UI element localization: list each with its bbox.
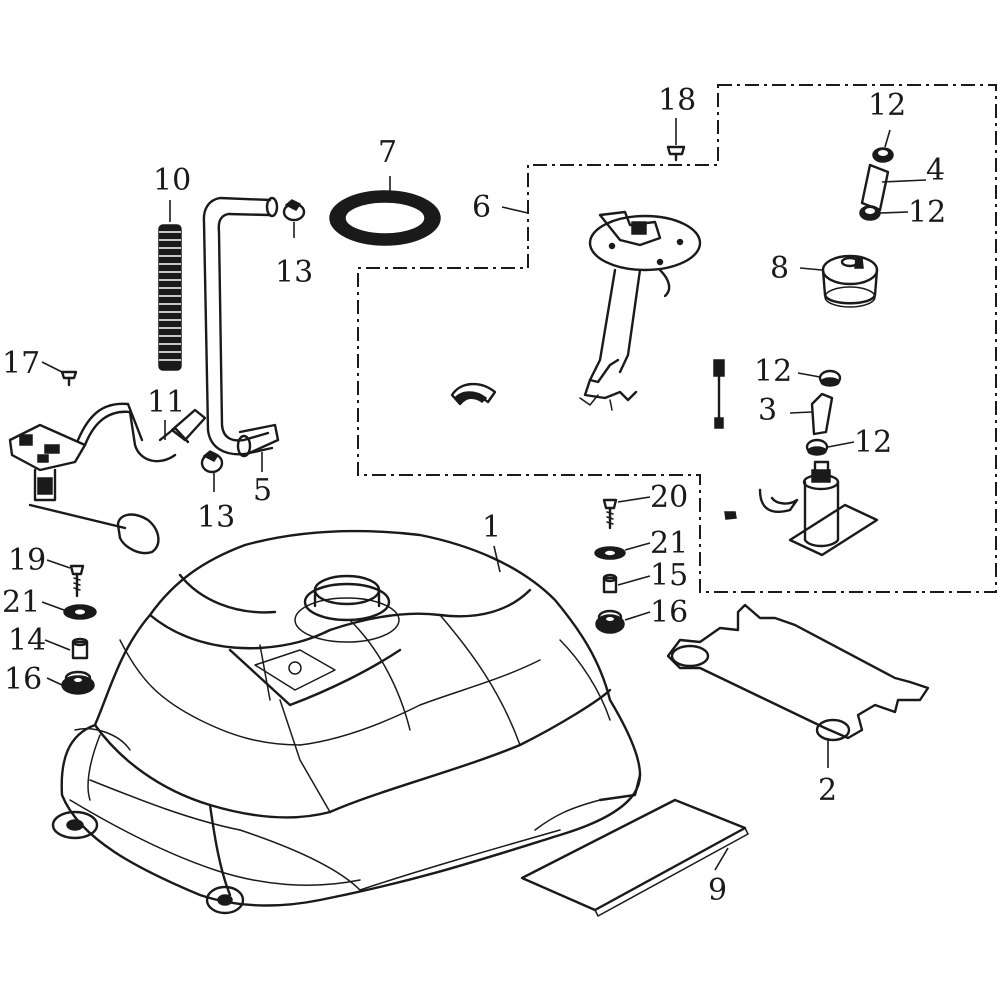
callout-12-a: 12 — [868, 88, 906, 123]
callout-12-b: 12 — [908, 195, 946, 230]
hose-clamp-12-c — [818, 369, 842, 387]
callout-6: 6 — [472, 190, 491, 225]
callout-3: 3 — [758, 393, 777, 428]
hose-clamp-12-b — [859, 205, 881, 221]
hose-clamp-12-a — [872, 147, 894, 163]
grommet-16-right — [595, 609, 625, 634]
callout-15: 15 — [650, 558, 688, 593]
callout-21-a: 21 — [2, 585, 40, 620]
callout-13-b: 13 — [197, 500, 235, 535]
gasket-plate — [666, 603, 930, 742]
fuel-pump-motor — [724, 460, 879, 557]
callout-17: 17 — [2, 346, 40, 381]
callout-19: 19 — [8, 543, 46, 578]
callout-5: 5 — [253, 473, 272, 508]
callout-10: 10 — [153, 163, 191, 198]
callout-12-c: 12 — [754, 354, 792, 389]
corrugated-tube — [158, 224, 182, 371]
hose-clamp-lower — [200, 450, 224, 474]
bolt-19 — [69, 564, 85, 598]
callout-16-a: 16 — [4, 662, 42, 697]
callout-20: 20 — [650, 480, 688, 515]
callout-8: 8 — [770, 251, 789, 286]
fuel-level-sender — [8, 402, 207, 555]
callout-11: 11 — [147, 385, 185, 420]
callout-2: 2 — [818, 773, 837, 808]
fuel-tank — [51, 529, 642, 915]
callout-12-d: 12 — [854, 425, 892, 460]
collar-15 — [602, 573, 618, 594]
washer-21-left — [63, 604, 97, 620]
pump-retainer-half — [450, 382, 497, 406]
callout-9: 9 — [708, 873, 727, 908]
fuel-hose-3 — [810, 392, 834, 436]
tank-pad — [520, 798, 749, 917]
screw-17 — [60, 370, 78, 387]
fuel-pump-bracket — [579, 210, 702, 411]
pump-wire-connector — [713, 359, 725, 429]
fuel-pump-assembly-outline — [357, 84, 997, 593]
callout-13-a: 13 — [275, 255, 313, 290]
grommet-16-left — [61, 670, 95, 695]
callout-1: 1 — [482, 510, 501, 545]
washer-21-right — [594, 546, 626, 560]
fuel-filter-8 — [821, 254, 879, 308]
callout-14: 14 — [8, 623, 46, 658]
callout-21-b: 21 — [650, 526, 688, 561]
breather-hose — [202, 196, 280, 458]
hose-clamp-upper — [282, 199, 306, 222]
callout-18: 18 — [658, 83, 696, 118]
bolt-20 — [602, 498, 618, 530]
callout-16-b: 16 — [650, 595, 688, 630]
hose-clamp-12-d — [805, 438, 829, 456]
fuel-hose-4 — [860, 163, 890, 212]
callout-7: 7 — [378, 135, 397, 170]
gasket-ring — [329, 190, 441, 246]
screw-18 — [666, 145, 686, 162]
leader-lines — [41, 118, 927, 871]
collar-14 — [71, 637, 89, 660]
callout-4: 4 — [926, 153, 945, 188]
